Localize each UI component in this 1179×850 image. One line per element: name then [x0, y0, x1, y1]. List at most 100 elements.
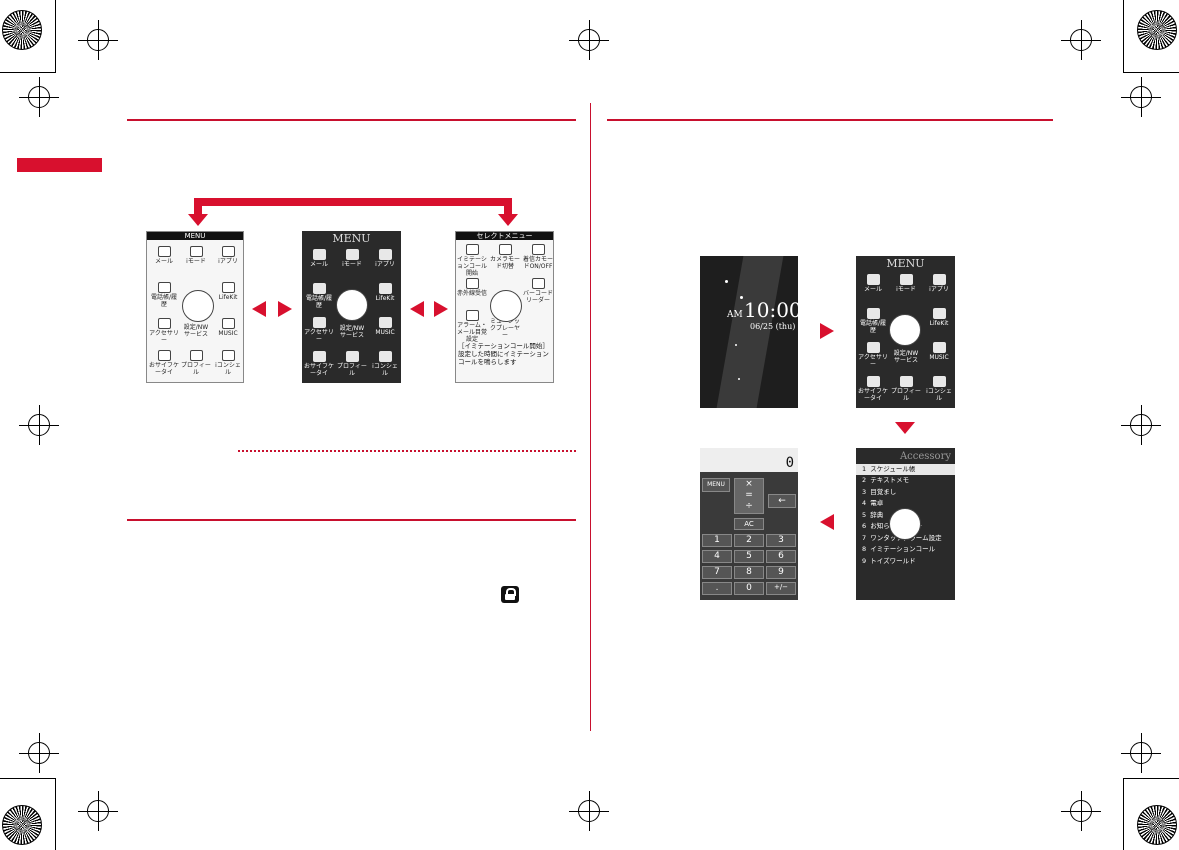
menu-item-accessory: アクセサリー [858, 342, 888, 374]
menu-item-music: MUSIC [370, 317, 400, 349]
arrow-left-icon [820, 514, 834, 530]
calculator-ac-key[interactable]: AC [734, 518, 764, 530]
callout-circle [336, 289, 368, 321]
select-item: カメラモード切替 [490, 244, 520, 276]
screen-title: MENU [332, 232, 371, 245]
menu-screen-dark: MENU メール iモード iアプリ 電話帳/履歴 LifeKit アクセサリー… [856, 256, 955, 408]
calculator-key[interactable]: 5 [734, 550, 764, 563]
lock-icon [501, 586, 519, 603]
registration-star-mark [2, 805, 42, 845]
arrow-down-icon [895, 422, 915, 434]
bracket-arrow [504, 198, 512, 214]
select-item: イミテーションコール開始 [457, 244, 487, 277]
menu-item-imode: iモード [891, 274, 921, 306]
calculator-menu-key[interactable]: MENU [702, 478, 730, 492]
accessory-item-selected[interactable]: 1 スケジュール帳 [856, 464, 955, 475]
accessory-item[interactable]: 5 辞典 [862, 510, 884, 519]
calculator-key[interactable]: . [702, 582, 732, 595]
registration-star-mark [1137, 805, 1177, 845]
menu-screen-light: MENU メール iモード iアプリ 電話帳/履歴 LifeKit アクセサリー… [146, 231, 244, 383]
crop-line [0, 778, 55, 779]
arrow-down-icon [188, 214, 208, 226]
callout-circle [889, 508, 921, 540]
menu-item-iappli: iアプリ [370, 249, 400, 281]
arrow-right-icon [278, 301, 292, 317]
standby-screen: AM 10:00 06/25 (thu) [700, 256, 798, 408]
menu-item-phonebook: 電話帳/履歴 [149, 282, 179, 314]
calculator-key[interactable]: 2 [734, 534, 764, 547]
calculator-key[interactable]: 1 [702, 534, 732, 547]
menu-item-concier: iコンシェル [924, 376, 954, 408]
column-divider [590, 103, 591, 731]
menu-item-iappli: iアプリ [213, 246, 243, 278]
menu-item-accessory: アクセサリー [149, 318, 179, 350]
menu-item-mail: メール [858, 274, 888, 306]
calculator-screen: 0 MENU ×=÷ ← AC 1 2 3 4 5 6 7 8 9 . 0 +/… [700, 448, 798, 600]
screen-title: Accessory [899, 451, 951, 462]
registration-target-mark [1121, 405, 1161, 445]
menu-item-concier: iコンシェル [370, 351, 400, 383]
accessory-item[interactable]: 2 テキストメモ [862, 476, 910, 484]
accessory-item[interactable]: 3 目覚まし [862, 487, 897, 496]
select-item: 赤外線受信 [457, 278, 487, 310]
callout-circle [182, 290, 214, 322]
registration-star-mark [2, 10, 42, 50]
menu-item-settings: 設定/NWサービス [339, 325, 365, 339]
clock-date: 06/25 (thu) [750, 322, 796, 331]
crop-line [1123, 0, 1124, 73]
registration-target-mark [569, 791, 609, 831]
calculator-key[interactable]: 0 [734, 582, 764, 595]
crop-line [55, 778, 56, 850]
calculator-key[interactable]: 3 [766, 534, 796, 547]
calculator-display: 0 [700, 448, 798, 472]
calculator-key[interactable]: 6 [766, 550, 796, 563]
arrow-down-icon [498, 214, 518, 226]
registration-target-mark [78, 20, 118, 60]
select-item: 着信カモードON/OFF [523, 244, 553, 276]
menu-item-imode: iモード [181, 246, 211, 278]
menu-item-mail: メール [304, 249, 334, 281]
calculator-key[interactable]: +/− [766, 582, 796, 595]
arrow-right-icon [820, 323, 834, 339]
menu-item-music: MUSIC [924, 342, 954, 374]
registration-target-mark [1121, 77, 1161, 117]
calculator-operator-pad[interactable]: ×=÷ [734, 478, 764, 514]
arrow-left-icon [252, 301, 266, 317]
menu-item-lifekit: LifeKit [370, 283, 400, 315]
registration-target-mark [19, 405, 59, 445]
menu-item-music: MUSIC [213, 318, 243, 350]
select-item: バーコードリーダー [523, 278, 553, 310]
calculator-key[interactable]: 9 [766, 566, 796, 579]
crop-line [1123, 778, 1124, 850]
calculator-key[interactable]: 4 [702, 550, 732, 563]
section-rule [127, 119, 576, 121]
menu-item-profile: プロフィール [891, 376, 921, 408]
registration-target-mark [1121, 733, 1161, 773]
registration-target-mark [19, 733, 59, 773]
registration-target-mark [19, 77, 59, 117]
menu-item-profile: プロフィール [337, 351, 367, 383]
callout-circle [889, 314, 921, 346]
calculator-key[interactable]: 7 [702, 566, 732, 579]
accessory-screen: Accessory 1 スケジュール帳 2 テキストメモ 3 目覚まし 4 電卓… [856, 448, 955, 600]
registration-target-mark [1061, 20, 1101, 60]
accessory-item[interactable]: 8 イミテーションコール [862, 545, 936, 553]
menu-item-iappli: iアプリ [924, 274, 954, 306]
calculator-value: 0 [785, 455, 794, 471]
select-description: ［イミテーションコール開始］ 設定した時間にイミテーション コールを鳴らします [458, 342, 549, 366]
crop-line [1123, 72, 1179, 73]
clock-time: 10:00 [744, 298, 798, 322]
menu-item-osaifu: おサイフケータイ [149, 350, 179, 382]
accessory-item[interactable]: 9 トイズワールド [862, 556, 916, 565]
menu-screen-dark: MENU メール iモード iアプリ 電話帳/履歴 LifeKit アクセサリー… [302, 231, 401, 383]
calculator-key[interactable]: 8 [734, 566, 764, 579]
menu-item-mail: メール [149, 246, 179, 278]
bracket-arrow [194, 198, 512, 206]
accessory-item[interactable]: 4 電卓 [862, 499, 884, 507]
menu-item-imode: iモード [337, 249, 367, 281]
menu-item-settings: 設定/NWサービス [893, 350, 919, 364]
clock-ampm: AM [727, 310, 743, 320]
screen-title: MENU [147, 232, 243, 240]
crop-line [1123, 778, 1179, 779]
calculator-backspace-key[interactable]: ← [768, 494, 796, 508]
